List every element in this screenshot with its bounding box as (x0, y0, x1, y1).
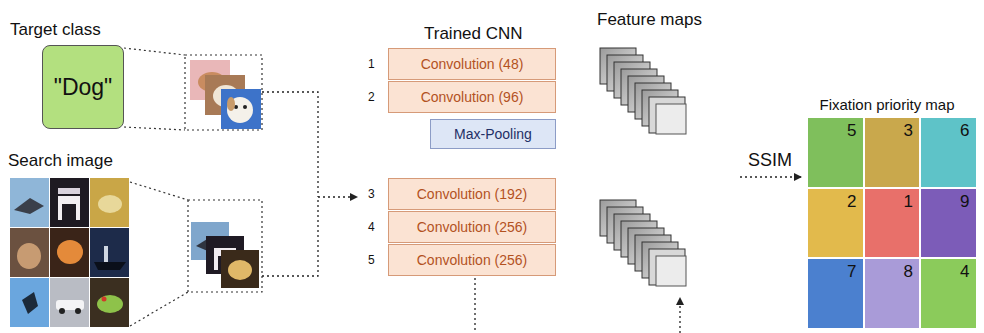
search-crops (188, 200, 262, 292)
output-connector-part (679, 298, 680, 333)
target-class-box: "Dog" (42, 45, 124, 129)
map-cell: 7 (807, 258, 864, 329)
conv-layer: Convolution (256) (388, 244, 556, 276)
input-connector (262, 92, 357, 276)
map-cell: 4 (920, 258, 977, 329)
priority-number: 8 (904, 262, 913, 282)
search-crops-part (221, 250, 259, 288)
layer-index: 4 (368, 220, 375, 234)
priority-number: 7 (847, 262, 856, 282)
conv-layer: Convolution (96) (388, 81, 556, 113)
search-image-part (90, 228, 129, 277)
section-title: Trained CNN (424, 24, 523, 44)
box-label: Convolution (192) (417, 186, 528, 202)
zoom-line-part (130, 292, 188, 326)
priority-number: 6 (960, 121, 969, 141)
search-image (10, 178, 129, 327)
target-images-part (185, 55, 262, 130)
map-cell: 8 (864, 258, 921, 329)
feature-map-stack-part (656, 104, 686, 134)
operation-label: SSIM (748, 150, 792, 171)
feature-map-stack (600, 200, 686, 286)
feature-map-stack-part (649, 249, 685, 285)
conv-layer: Convolution (48) (388, 48, 556, 80)
feature-map-stack-part (656, 256, 686, 286)
target-images (185, 55, 262, 130)
section-title: Target class (10, 20, 101, 40)
layer-index: 3 (368, 187, 375, 201)
ssim-arrow-part (740, 176, 801, 177)
search-image-part (17, 243, 41, 269)
search-image-part (90, 178, 129, 227)
target-images-part (227, 97, 235, 111)
map-cell: 9 (920, 188, 977, 259)
box-label: "Dog" (54, 74, 113, 101)
priority-number: 1 (904, 192, 913, 212)
priority-number: 4 (960, 262, 969, 282)
search-image-part (10, 278, 49, 327)
priority-number: 2 (847, 192, 856, 212)
search-image-part (98, 195, 122, 213)
input-connector-part (318, 196, 357, 197)
search-image-part (75, 308, 81, 314)
pooling-layer: Max-Pooling (430, 119, 556, 149)
box-label: Convolution (256) (417, 219, 528, 235)
zoom-line-part (124, 48, 185, 55)
search-image-part (50, 228, 89, 277)
output-connector-part (474, 278, 475, 333)
search-image-part (90, 278, 129, 327)
feature-map-stack (600, 48, 686, 134)
conv-layer: Convolution (192) (388, 178, 556, 210)
map-cell: 3 (864, 117, 921, 188)
search-image-part (22, 292, 38, 314)
box-label: Convolution (48) (421, 56, 524, 72)
layer-index: 2 (368, 90, 375, 104)
search-crops-part (188, 200, 262, 292)
search-image-part (102, 297, 107, 302)
box-label: Convolution (96) (421, 89, 524, 105)
section-title: Feature maps (597, 10, 702, 30)
zoom-line-part (130, 182, 188, 200)
zoom-line-part (124, 127, 185, 130)
search-image-part (14, 198, 44, 214)
search-crops-part (228, 260, 252, 280)
input-connector-part (262, 197, 318, 276)
search-image-part (94, 262, 126, 270)
output-connector (475, 278, 680, 333)
search-image-part (58, 196, 80, 220)
search-image-part (58, 188, 80, 194)
priority-number: 9 (960, 192, 969, 212)
box-label: Max-Pooling (454, 126, 532, 142)
priority-number: 3 (904, 121, 913, 141)
conv-layer: Convolution (256) (388, 211, 556, 243)
target-images-part (243, 105, 247, 109)
search-image-part (50, 278, 89, 327)
map-cell: 2 (807, 188, 864, 259)
search-image-part (50, 178, 89, 227)
map-title: Fixation priority map (795, 96, 979, 113)
layer-index: 1 (368, 57, 375, 71)
map-cell: 1 (864, 188, 921, 259)
search-image-part (56, 300, 84, 310)
input-connector-part (262, 92, 318, 197)
search-image-part (97, 295, 123, 313)
section-title: Search image (8, 151, 113, 171)
search-image-part (59, 308, 65, 314)
box-label: Convolution (256) (417, 252, 528, 268)
map-cell: 5 (807, 117, 864, 188)
layer-index: 5 (368, 253, 375, 267)
ssim-arrow (740, 176, 801, 177)
fixation-map: Fixation priority map 5 3 6 2 1 9 7 8 4 (795, 96, 979, 330)
search-image-part (57, 240, 83, 264)
search-image-part (10, 178, 49, 227)
map-cell: 6 (920, 117, 977, 188)
target-images-part (221, 89, 261, 129)
priority-number: 5 (847, 121, 856, 141)
feature-map-stack-part (649, 97, 685, 133)
target-images-part (227, 97, 253, 123)
search-image-part (10, 228, 49, 277)
zoom-line (124, 48, 188, 326)
search-image-part (104, 246, 108, 262)
